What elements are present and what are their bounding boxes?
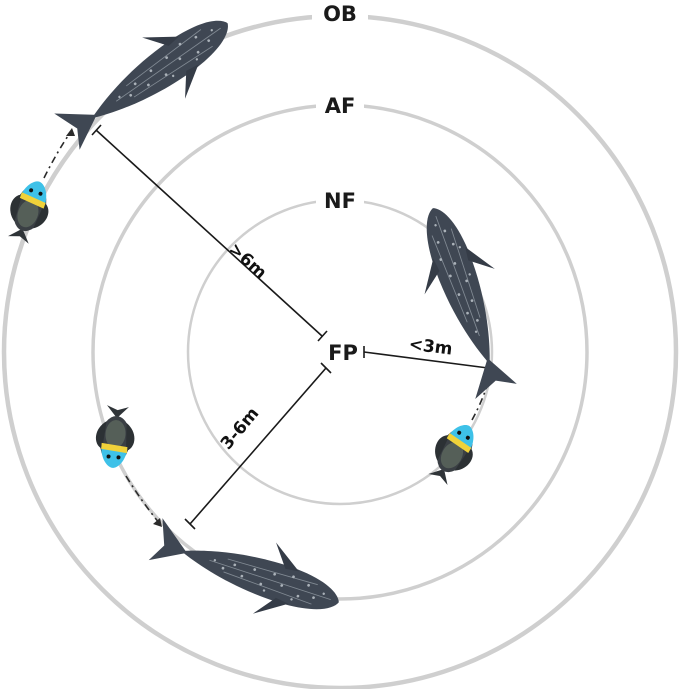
- inner-zone-label: NF: [324, 189, 356, 213]
- focal-point-label: FP: [328, 341, 358, 365]
- outer-follow-trail: [43, 128, 75, 179]
- triggerfish-icon: [421, 416, 486, 490]
- outer-distance-line: [91, 124, 328, 342]
- middle-follow-trail: [125, 475, 162, 527]
- middle-distance-label: 3-6m: [217, 404, 263, 454]
- whale-shark-icon: [397, 194, 535, 404]
- whale-shark-icon: [142, 506, 351, 639]
- inner-distance-label: <3m: [408, 334, 454, 359]
- middle-zone-label: AF: [325, 94, 356, 118]
- outer-zone-label: OB: [323, 2, 357, 26]
- outer-distance-label: >6m: [224, 239, 270, 283]
- middle-distance-line: [184, 362, 332, 530]
